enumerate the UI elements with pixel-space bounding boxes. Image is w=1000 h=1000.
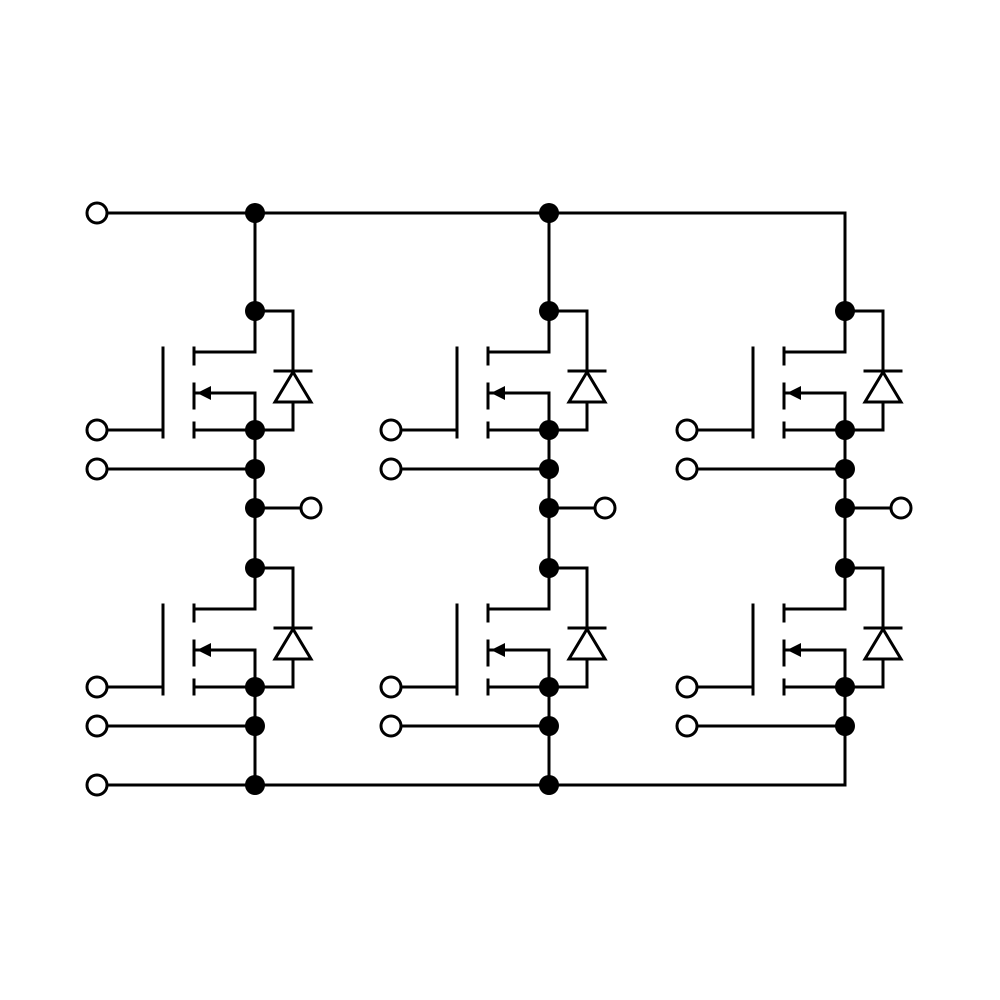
- junction-dot-icon: [245, 775, 265, 795]
- negative-rail: [85, 721, 847, 797]
- diode-triangle: [566, 369, 608, 404]
- arrow-icon: [491, 643, 505, 657]
- junction-dot-icon: [835, 420, 855, 440]
- terminal-circle-icon: [379, 675, 403, 699]
- junction-dot-icon: [245, 301, 265, 321]
- mosfet-symbol-icon: [161, 346, 257, 439]
- bridge-legs: [85, 203, 913, 795]
- junction-dot-icon: [539, 677, 559, 697]
- terminal-circle-icon: [85, 675, 109, 699]
- terminal-circle-icon: [379, 457, 403, 481]
- arrow-icon: [197, 386, 211, 400]
- junction-dot-icon: [835, 677, 855, 697]
- diode-triangle: [862, 626, 904, 661]
- diode-triangle: [272, 369, 314, 404]
- arrow-icon: [787, 386, 801, 400]
- lower-switch: [85, 558, 314, 738]
- bridge-leg-2: [379, 203, 617, 795]
- terminal-circle-icon: [85, 773, 109, 797]
- terminal-circle-icon: [299, 496, 323, 520]
- positive-rail: [85, 201, 847, 313]
- bridge-leg-1: [85, 203, 323, 795]
- arrow-icon: [197, 643, 211, 657]
- terminal-circle-icon: [85, 201, 109, 225]
- diode-triangle: [566, 626, 608, 661]
- terminal-circle-icon: [889, 496, 913, 520]
- arrow-icon: [491, 386, 505, 400]
- junction-dot-icon: [245, 420, 265, 440]
- junction-dot-icon: [539, 301, 559, 321]
- diode-triangle: [862, 369, 904, 404]
- junction-dot-icon: [835, 301, 855, 321]
- mosfet-symbol-icon: [455, 603, 551, 696]
- diode-symbol-icon: [253, 309, 314, 432]
- arrow-icon: [787, 643, 801, 657]
- upper-switch: [85, 301, 314, 481]
- junction-dot-icon: [245, 203, 265, 223]
- diode-symbol-icon: [253, 566, 314, 689]
- junction-dot-icon: [245, 677, 265, 697]
- junction-dot-icon: [835, 558, 855, 578]
- junction-dot-icon: [539, 558, 559, 578]
- diode-symbol-icon: [843, 566, 904, 689]
- diode-symbol-icon: [547, 309, 608, 432]
- terminal-circle-icon: [675, 457, 699, 481]
- junction-dot-icon: [835, 716, 855, 736]
- mosfet-symbol-icon: [161, 603, 257, 696]
- mosfet-symbol-icon: [751, 603, 847, 696]
- diode-symbol-icon: [547, 566, 608, 689]
- junction-dot-icon: [245, 558, 265, 578]
- diode-triangle: [272, 626, 314, 661]
- diode-symbol-icon: [843, 309, 904, 432]
- terminal-circle-icon: [85, 714, 109, 738]
- lower-switch: [675, 558, 904, 738]
- mosfet-symbol-icon: [751, 346, 847, 439]
- terminal-circle-icon: [593, 496, 617, 520]
- lower-switch: [379, 558, 608, 738]
- junction-dot-icon: [539, 775, 559, 795]
- terminal-circle-icon: [675, 675, 699, 699]
- junction-dot-icon: [539, 420, 559, 440]
- bridge-leg-3: [675, 301, 913, 738]
- upper-switch: [379, 301, 608, 481]
- terminal-circle-icon: [379, 418, 403, 442]
- terminal-circle-icon: [85, 457, 109, 481]
- mosfet-symbol-icon: [455, 346, 551, 439]
- terminal-circle-icon: [675, 714, 699, 738]
- terminal-circle-icon: [379, 714, 403, 738]
- junction-dot-icon: [539, 203, 559, 223]
- terminal-circle-icon: [85, 418, 109, 442]
- terminal-circle-icon: [675, 418, 699, 442]
- upper-switch: [675, 301, 904, 481]
